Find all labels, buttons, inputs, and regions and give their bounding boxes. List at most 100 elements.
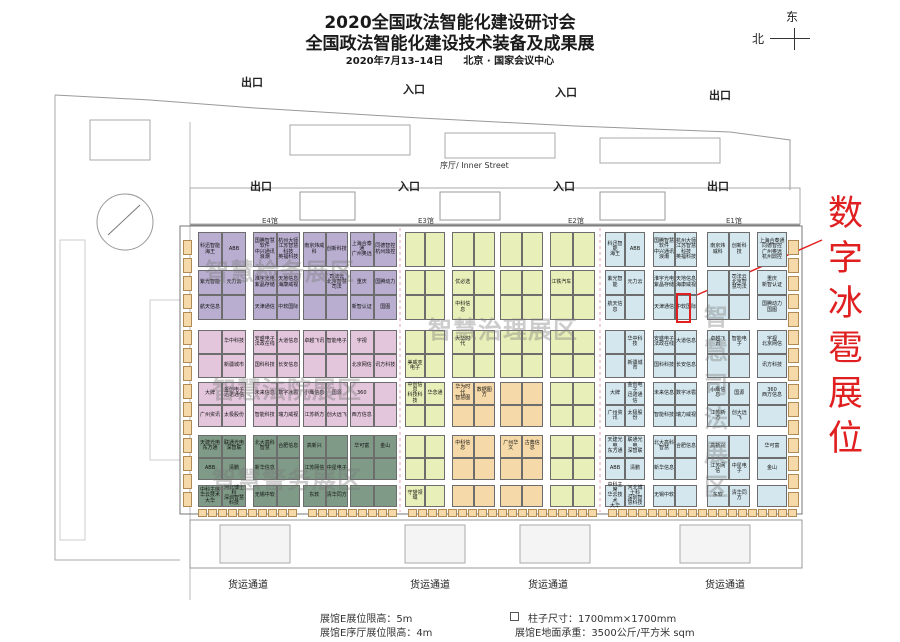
perimeter-booth[interactable]	[248, 509, 257, 517]
booth[interactable]	[550, 382, 573, 405]
perimeter-booth[interactable]	[358, 509, 367, 517]
booth[interactable]: 大道信息	[675, 330, 697, 354]
booth[interactable]: 新疆城市	[625, 354, 645, 378]
booth[interactable]: ABB	[222, 232, 246, 267]
booth[interactable]	[303, 354, 326, 378]
perimeter-booth[interactable]	[468, 509, 477, 517]
booth[interactable]: 新智认证	[350, 295, 374, 320]
booth[interactable]: 未来信息	[653, 382, 675, 405]
booth[interactable]	[405, 295, 425, 320]
booth[interactable]	[550, 232, 573, 267]
perimeter-booth[interactable]	[378, 509, 387, 517]
perimeter-booth[interactable]	[788, 474, 799, 489]
booth[interactable]: 数字冰雹	[675, 382, 697, 405]
booth[interactable]	[373, 485, 397, 507]
booth[interactable]	[452, 354, 474, 378]
booth[interactable]: 清华同方	[728, 485, 750, 507]
booth[interactable]	[425, 232, 445, 267]
booth[interactable]	[276, 457, 300, 480]
booth[interactable]: ABB	[625, 232, 645, 267]
perimeter-booth[interactable]	[708, 509, 717, 517]
booth[interactable]: 数据图方	[473, 382, 495, 405]
booth[interactable]: 美威亚电子	[405, 354, 425, 378]
booth[interactable]	[425, 354, 445, 378]
perimeter-booth[interactable]	[458, 509, 467, 517]
booth[interactable]: 智能科技	[253, 404, 277, 427]
booth[interactable]: 高新兴	[303, 435, 326, 458]
booth[interactable]	[325, 435, 348, 458]
booth[interactable]	[373, 382, 397, 405]
booth[interactable]: 广州华文	[500, 435, 522, 458]
booth[interactable]	[198, 330, 222, 354]
booth[interactable]: 河北博士科深圳智慧科技	[222, 485, 246, 507]
booth[interactable]	[425, 404, 445, 427]
booth[interactable]: 创大远飞	[728, 404, 750, 427]
booth[interactable]: 360	[350, 382, 374, 405]
booth[interactable]	[425, 270, 445, 295]
perimeter-booth[interactable]	[748, 509, 757, 517]
booth[interactable]: 北京网信	[350, 354, 374, 378]
perimeter-booth[interactable]	[778, 509, 787, 517]
booth[interactable]	[572, 232, 595, 267]
booth[interactable]: 联通光电深智联	[625, 435, 645, 458]
perimeter-booth[interactable]	[648, 509, 657, 517]
booth[interactable]	[373, 404, 397, 427]
booth[interactable]: 中软国际	[276, 295, 300, 320]
booth[interactable]	[625, 295, 645, 320]
perimeter-booth[interactable]	[788, 492, 799, 507]
booth[interactable]: 科迅智能海王	[605, 232, 625, 267]
perimeter-booth[interactable]	[268, 509, 277, 517]
perimeter-booth[interactable]	[478, 509, 487, 517]
booth[interactable]	[550, 295, 573, 320]
booth[interactable]: 东软	[707, 485, 729, 507]
booth[interactable]: 无锡中软	[653, 485, 675, 507]
booth[interactable]	[350, 457, 374, 480]
booth[interactable]: 重庆新智认证	[757, 270, 787, 295]
perimeter-booth[interactable]	[788, 294, 799, 309]
booth[interactable]: 司法云北京智慧司法	[325, 270, 348, 295]
booth[interactable]: 创大远飞	[325, 404, 348, 427]
perimeter-booth[interactable]	[183, 366, 192, 381]
booth[interactable]: 国源	[728, 382, 750, 405]
booth[interactable]: 科迅智能海王	[198, 232, 222, 267]
perimeter-booth[interactable]	[788, 330, 799, 345]
perimeter-booth[interactable]	[448, 509, 457, 517]
booth[interactable]: 航天信息	[198, 295, 222, 320]
booth[interactable]	[473, 435, 495, 458]
booth[interactable]	[473, 404, 495, 427]
booth[interactable]	[405, 232, 425, 267]
booth[interactable]: 大道信息	[276, 330, 300, 354]
booth[interactable]	[473, 354, 495, 378]
booth[interactable]: 宇视	[350, 330, 374, 354]
booth[interactable]: 天津通信	[653, 295, 675, 320]
booth[interactable]	[550, 485, 573, 507]
booth[interactable]: 同德智控杭州鼎控	[373, 232, 397, 267]
perimeter-booth[interactable]	[498, 509, 507, 517]
perimeter-booth[interactable]	[788, 276, 799, 291]
booth[interactable]: 江苏网信	[707, 457, 729, 480]
booth[interactable]: 智能科技	[653, 404, 675, 427]
perimeter-booth[interactable]	[788, 384, 799, 399]
perimeter-booth[interactable]	[788, 240, 799, 255]
perimeter-booth[interactable]	[183, 312, 192, 327]
booth[interactable]: 北大高科智慧	[253, 435, 277, 458]
perimeter-booth[interactable]	[183, 420, 192, 435]
perimeter-booth[interactable]	[183, 384, 192, 399]
booth[interactable]	[500, 232, 522, 267]
booth[interactable]	[425, 435, 445, 458]
booth[interactable]: 南京炜威科	[303, 232, 326, 267]
booth[interactable]	[521, 485, 543, 507]
booth[interactable]	[757, 485, 787, 507]
perimeter-booth[interactable]	[788, 402, 799, 417]
booth[interactable]	[521, 354, 543, 378]
booth[interactable]	[521, 404, 543, 427]
perimeter-booth[interactable]	[348, 509, 357, 517]
booth[interactable]: 上海合泰通广州奥远	[350, 232, 374, 267]
booth[interactable]: 国图	[373, 295, 397, 320]
booth[interactable]: 未来信息	[253, 382, 277, 405]
booth[interactable]: 国腾智慧软件中兴通讯浪潮	[653, 232, 675, 267]
perimeter-booth[interactable]	[788, 258, 799, 273]
booth[interactable]: 淮宇光电紫晶存储	[253, 270, 277, 295]
perimeter-booth[interactable]	[183, 330, 192, 345]
